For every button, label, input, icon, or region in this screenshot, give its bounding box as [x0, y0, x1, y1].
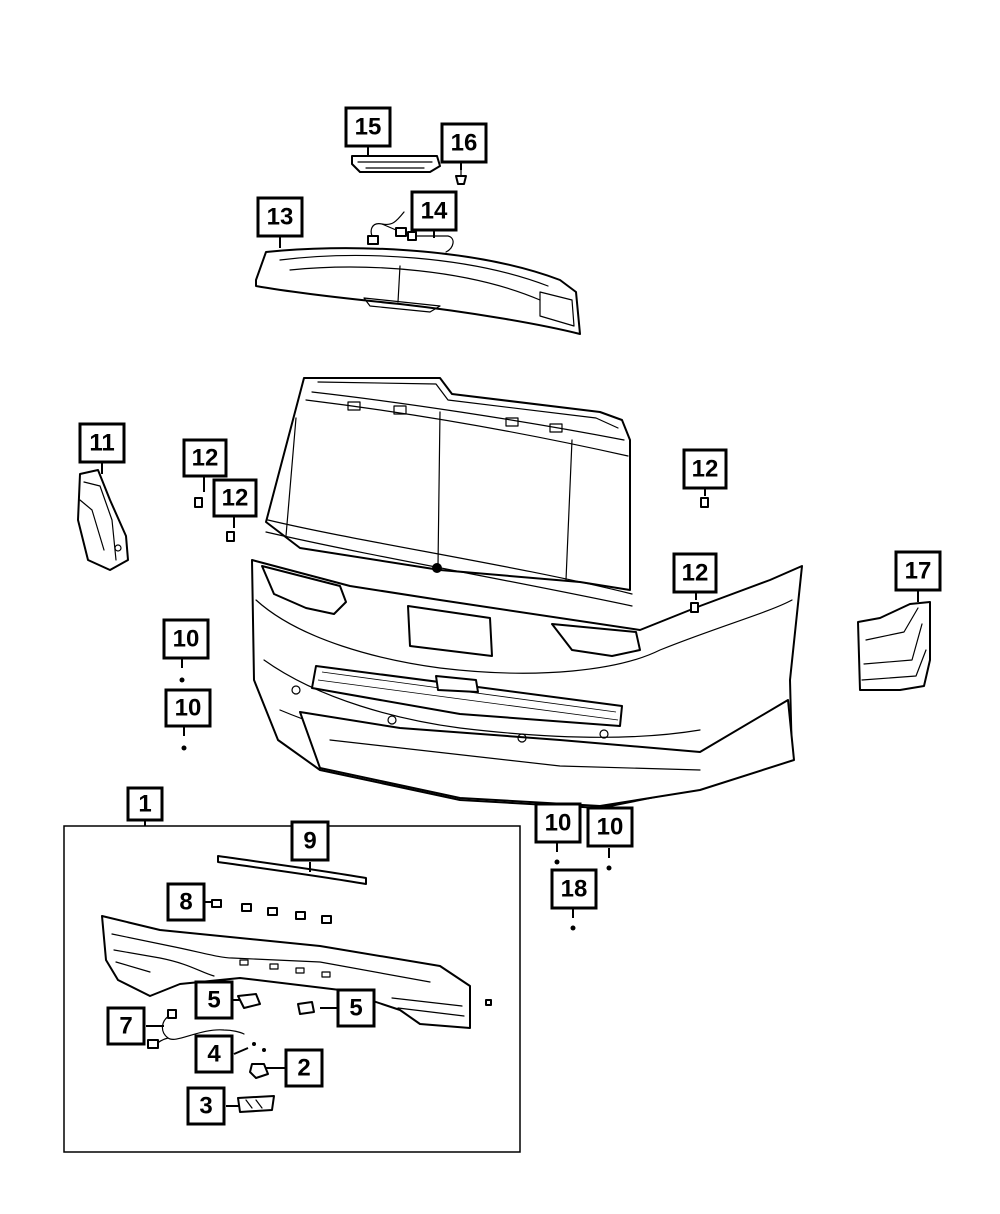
- svg-text:3: 3: [199, 1093, 212, 1120]
- svg-text:10: 10: [173, 626, 200, 653]
- callout-7: 7: [106, 1006, 146, 1046]
- part-2-sensor: [249, 1063, 269, 1079]
- lower-fascia-panel: [101, 915, 492, 1029]
- callout-12b: 12: [212, 478, 258, 518]
- callout-12a: 12: [182, 438, 228, 478]
- svg-text:8: 8: [179, 889, 192, 916]
- callout-1: 1: [126, 786, 164, 822]
- svg-text:17: 17: [905, 558, 932, 585]
- part-4-screws: [252, 1042, 266, 1052]
- part-10-pin-c: [554, 859, 560, 865]
- callout-10b: 10: [164, 688, 212, 728]
- part-5-brackets: [237, 993, 315, 1015]
- liftgate-body: [265, 377, 633, 607]
- svg-text:10: 10: [597, 814, 624, 841]
- callout-5a: 5: [194, 980, 234, 1020]
- callout-10c: 10: [534, 802, 582, 844]
- fasteners: [179, 497, 709, 931]
- svg-text:12: 12: [692, 456, 719, 483]
- callout-10a: 10: [162, 618, 210, 660]
- svg-text:13: 13: [267, 204, 294, 231]
- svg-text:12: 12: [222, 485, 249, 512]
- svg-text:11: 11: [89, 430, 114, 457]
- callout-5b: 5: [336, 988, 376, 1028]
- svg-text:10: 10: [545, 810, 572, 837]
- part-10-pin-a: [179, 677, 185, 683]
- svg-text:5: 5: [207, 987, 220, 1014]
- part-15-cargo-lamp: [351, 155, 441, 173]
- callout-18: 18: [550, 868, 598, 910]
- callout-12c: 12: [682, 448, 728, 490]
- svg-text:15: 15: [355, 114, 382, 141]
- callout-13: 13: [256, 196, 304, 238]
- svg-text:14: 14: [421, 198, 448, 225]
- rear-bumper-fascia: [251, 559, 803, 809]
- callout-16: 16: [440, 122, 488, 164]
- callout-2: 2: [284, 1048, 324, 1088]
- part-12-clip-d: [690, 602, 699, 613]
- part-16-screw: [455, 167, 467, 185]
- part-8-clips: [211, 899, 332, 924]
- svg-text:4: 4: [207, 1041, 221, 1068]
- callout-3: 3: [186, 1086, 226, 1126]
- part-10-pin-d: [606, 865, 612, 871]
- svg-text:18: 18: [561, 876, 588, 903]
- callout-11: 11: [78, 422, 126, 464]
- callout-8: 8: [166, 882, 206, 922]
- callout-15: 15: [344, 106, 392, 148]
- part-18-pin: [570, 925, 576, 931]
- part-3-bracket: [237, 1095, 275, 1113]
- part-12-clip-a: [194, 497, 203, 508]
- callout-4: 4: [194, 1034, 234, 1074]
- svg-text:7: 7: [119, 1013, 132, 1040]
- part-9-molding: [217, 855, 367, 885]
- part-14-wiring-harness: [367, 211, 454, 253]
- callout-9: 9: [290, 820, 330, 862]
- callout-12d: 12: [672, 552, 718, 594]
- svg-text:1: 1: [138, 791, 151, 818]
- svg-text:16: 16: [451, 130, 478, 157]
- callout-17: 17: [894, 550, 942, 592]
- svg-text:2: 2: [297, 1055, 310, 1082]
- part-17-right-tail-lamp: [857, 601, 931, 691]
- callout-10d: 10: [586, 806, 634, 848]
- svg-text:5: 5: [349, 995, 362, 1022]
- part-12-clip-b: [226, 531, 235, 542]
- svg-text:12: 12: [192, 445, 219, 472]
- callout-14: 14: [410, 190, 458, 232]
- part-11-left-tail-lamp: [77, 469, 129, 571]
- part-10-pin-b: [181, 745, 187, 751]
- part-12-clip-c: [700, 497, 709, 508]
- svg-text:9: 9: [303, 828, 316, 855]
- svg-text:12: 12: [682, 560, 709, 587]
- part-13-spoiler: [255, 247, 581, 335]
- svg-text:10: 10: [175, 695, 202, 722]
